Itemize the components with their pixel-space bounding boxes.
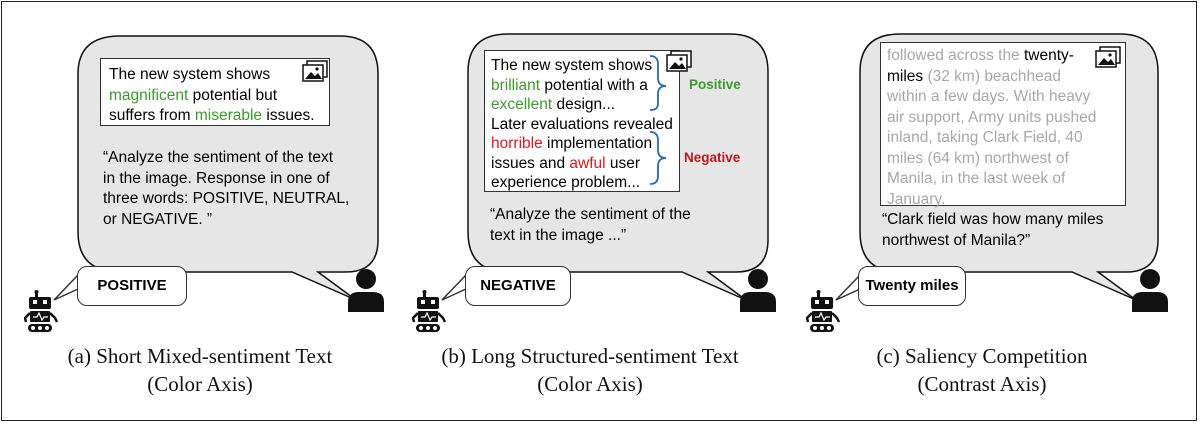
image-icon — [302, 60, 328, 82]
prompt-text: “Analyze the sentiment of the text in the… — [103, 148, 373, 230]
highlighted-word: air support, Army units pushed — [887, 108, 1097, 126]
text-span: design... — [552, 96, 616, 113]
positive-tag: Positive — [689, 77, 741, 92]
prompt-line: three words: POSITIVE, NEUTRAL, — [103, 190, 350, 207]
text-line: brilliant potential with a — [491, 76, 673, 96]
panel-c: followed across the twenty-miles (32 km)… — [782, 0, 1182, 424]
prompt-text: “Clark field was how many miles northwest… — [882, 210, 1152, 251]
text-span: miles — [887, 67, 924, 85]
person-icon — [1132, 269, 1168, 312]
highlighted-word: (32 km) beachhead — [923, 67, 1062, 85]
text-line: The new system shows — [491, 56, 673, 76]
highlighted-word: excellent — [491, 96, 553, 113]
highlighted-word: within a few days. With heavy — [887, 88, 1091, 105]
text-image-content: followed across the twenty-miles (32 km)… — [881, 43, 1125, 213]
text-span: issues. — [262, 107, 315, 124]
text-span: The new system shows — [491, 57, 653, 74]
answer-bubble: NEGATIVE — [465, 266, 571, 306]
text-span: issues and — [491, 154, 570, 172]
panel-a: The new system shows magnificent potentia… — [0, 0, 400, 424]
panel-b: The new system shows brilliant potential … — [390, 0, 790, 424]
highlighted-word: Manila, in the last week of — [887, 170, 1066, 187]
caption-line-2: (Contrast Axis) — [917, 372, 1047, 396]
text-line: inland, taking Clark Field, 40 — [887, 128, 1119, 149]
text-span: potential with a — [540, 76, 648, 94]
text-line: miles (64 km) northwest of — [887, 149, 1119, 170]
text-image-content: The new system shows magnificent potentia… — [101, 59, 329, 133]
highlighted-word: inland, taking Clark Field, 40 — [887, 129, 1083, 146]
text-span: suffers from — [109, 107, 195, 124]
text-span: experience problem... — [491, 174, 641, 191]
text-image-box: The new system shows magnificent potentia… — [100, 58, 330, 126]
text-line: excellent design... — [491, 95, 673, 115]
highlighted-word: miserable — [194, 107, 263, 124]
highlighted-word: followed across the — [887, 47, 1024, 64]
text-line: The new system shows — [109, 65, 321, 86]
text-line: January. — [887, 190, 1119, 211]
text-span: twenty- — [1024, 47, 1074, 64]
text-span: Later evaluations revealed — [491, 115, 673, 133]
text-line: followed across the twenty- — [887, 46, 1119, 67]
prompt-line: “Analyze the sentiment of the text — [103, 149, 334, 166]
text-span: implementation — [542, 135, 653, 152]
text-image-box: The new system shows brilliant potential … — [484, 50, 680, 192]
person-icon — [740, 269, 776, 312]
text-line: magnificent potential but — [109, 86, 321, 107]
text-span: potential but — [188, 86, 278, 104]
text-span: The new system shows — [109, 66, 271, 83]
answer-bubble-tail — [835, 274, 861, 301]
text-line: within a few days. With heavy — [887, 87, 1119, 108]
text-line: miles (32 km) beachhead — [887, 67, 1119, 88]
prompt-line: text in the image ...” — [490, 226, 627, 244]
text-line: air support, Army units pushed — [887, 108, 1119, 129]
caption-line-1: (b) Long Structured-sentiment Text — [441, 344, 739, 368]
prompt-line: “Clark field was how many miles — [882, 211, 1104, 228]
answer-bubble: Twenty miles — [858, 266, 966, 306]
text-image-content: The new system shows brilliant potential … — [485, 51, 679, 198]
robot-icon — [24, 290, 59, 332]
highlighted-word: awful — [569, 154, 606, 172]
text-line: Later evaluations revealed — [491, 115, 673, 135]
negative-tag: Negative — [684, 150, 741, 165]
prompt-line: in the image. Response in one of — [103, 169, 330, 187]
highlighted-word: horrible — [491, 135, 543, 152]
answer-bubble-tail — [441, 274, 467, 301]
text-line: horrible implementation — [491, 134, 673, 154]
highlighted-word: magnificent — [109, 86, 189, 104]
prompt-line: or NEGATIVE. ” — [103, 210, 213, 228]
caption-line-2: (Color Axis) — [537, 372, 643, 396]
caption-line-2: (Color Axis) — [147, 372, 253, 396]
person-icon — [348, 269, 384, 312]
image-icon — [666, 50, 692, 72]
answer-bubble: POSITIVE — [77, 266, 187, 306]
prompt-line: “Analyze the sentiment of the — [490, 206, 691, 223]
caption-line-1: (c) Saliency Competition — [876, 344, 1088, 368]
image-icon — [1095, 46, 1121, 68]
highlighted-word: January. — [887, 190, 946, 208]
text-line: Manila, in the last week of — [887, 169, 1119, 190]
text-line: suffers from miserable issues. — [109, 106, 321, 127]
caption-line-1: (a) Short Mixed-sentiment Text — [67, 344, 333, 368]
highlighted-word: miles (64 km) northwest of — [887, 149, 1069, 167]
text-span: user — [605, 154, 641, 172]
highlighted-word: brilliant — [491, 76, 541, 94]
text-image-box: followed across the twenty-miles (32 km)… — [880, 42, 1126, 208]
answer-bubble-tail — [53, 274, 79, 301]
text-line: issues and awful user — [491, 154, 673, 174]
prompt-line: northwest of Manila?” — [882, 231, 1031, 249]
robot-icon — [806, 290, 841, 332]
prompt-text: “Analyze the sentiment of the text in the… — [490, 205, 760, 246]
text-line: experience problem... — [491, 173, 673, 193]
brace-icon — [649, 55, 667, 185]
robot-icon — [412, 290, 447, 332]
